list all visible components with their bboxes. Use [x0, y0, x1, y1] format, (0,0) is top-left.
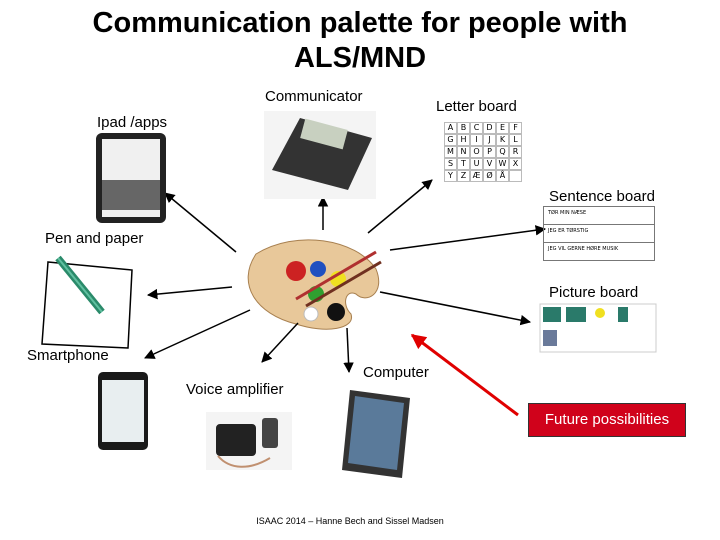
page-title: Communication palette for people with AL… [92, 7, 628, 74]
letter-cell: A [444, 122, 457, 134]
letter-cell [509, 170, 522, 182]
letter-cell: V [483, 158, 496, 170]
letter-cell: N [457, 146, 470, 158]
letter-cell: Z [457, 170, 470, 182]
letter-cell: D [483, 122, 496, 134]
future-possibilities-box: Future possibilities [528, 403, 686, 437]
letter-cell: M [444, 146, 457, 158]
letter-cell: T [457, 158, 470, 170]
letter-cell: X [509, 158, 522, 170]
sentence-row: JEG ER TØRSTIG [544, 225, 654, 243]
palette-image [247, 239, 382, 330]
voice-amplifier-image [206, 412, 292, 470]
ipad-image [96, 133, 166, 223]
letter-cell: I [470, 134, 483, 146]
letter-board-label: Letter board [436, 98, 517, 115]
letter-cell: F [509, 122, 522, 134]
letter-cell: Æ [470, 170, 483, 182]
sentence-board-label: Sentence board [549, 188, 655, 205]
sentence-board: TØR MIN NÆSE JEG ER TØRSTIG JEG VIL GERN… [543, 206, 655, 261]
pen-and-paper-label: Pen and paper [45, 230, 144, 247]
sentence-row: TØR MIN NÆSE [544, 207, 654, 225]
letter-cell: W [496, 158, 509, 170]
letter-cell: J [483, 134, 496, 146]
footer-credit: ISAAC 2014 – Hanne Bech and Sissel Madse… [256, 516, 444, 526]
communicator-label: Communicator [265, 88, 363, 105]
letter-cell: K [496, 134, 509, 146]
letter-cell: Y [444, 170, 457, 182]
letter-cell: Q [496, 146, 509, 158]
picture-board-image [539, 303, 657, 353]
letter-cell: Å [496, 170, 509, 182]
smartphone-image [98, 372, 148, 450]
computer-label: Computer [363, 364, 429, 381]
letter-cell: P [483, 146, 496, 158]
letter-cell: S [444, 158, 457, 170]
smartphone-label: Smartphone [27, 347, 109, 364]
voice-amplifier-label: Voice amplifier [186, 381, 284, 398]
computer-image [342, 390, 410, 478]
letter-cell: R [509, 146, 522, 158]
letter-cell: O [470, 146, 483, 158]
letter-cell: U [470, 158, 483, 170]
communicator-image [264, 111, 376, 199]
letter-cell: E [496, 122, 509, 134]
letter-cell: C [470, 122, 483, 134]
picture-board-label: Picture board [549, 284, 639, 301]
letter-cell: Ø [483, 170, 496, 182]
letter-cell: B [457, 122, 470, 134]
pen-and-paper-image [41, 255, 133, 349]
sentence-row: JEG VIL GERNE HØRE MUSIK [548, 246, 619, 252]
ipad-apps-label: Ipad /apps [97, 114, 168, 131]
letter-cell: H [457, 134, 470, 146]
letter-cell: L [509, 134, 522, 146]
letter-cell: G [444, 134, 457, 146]
